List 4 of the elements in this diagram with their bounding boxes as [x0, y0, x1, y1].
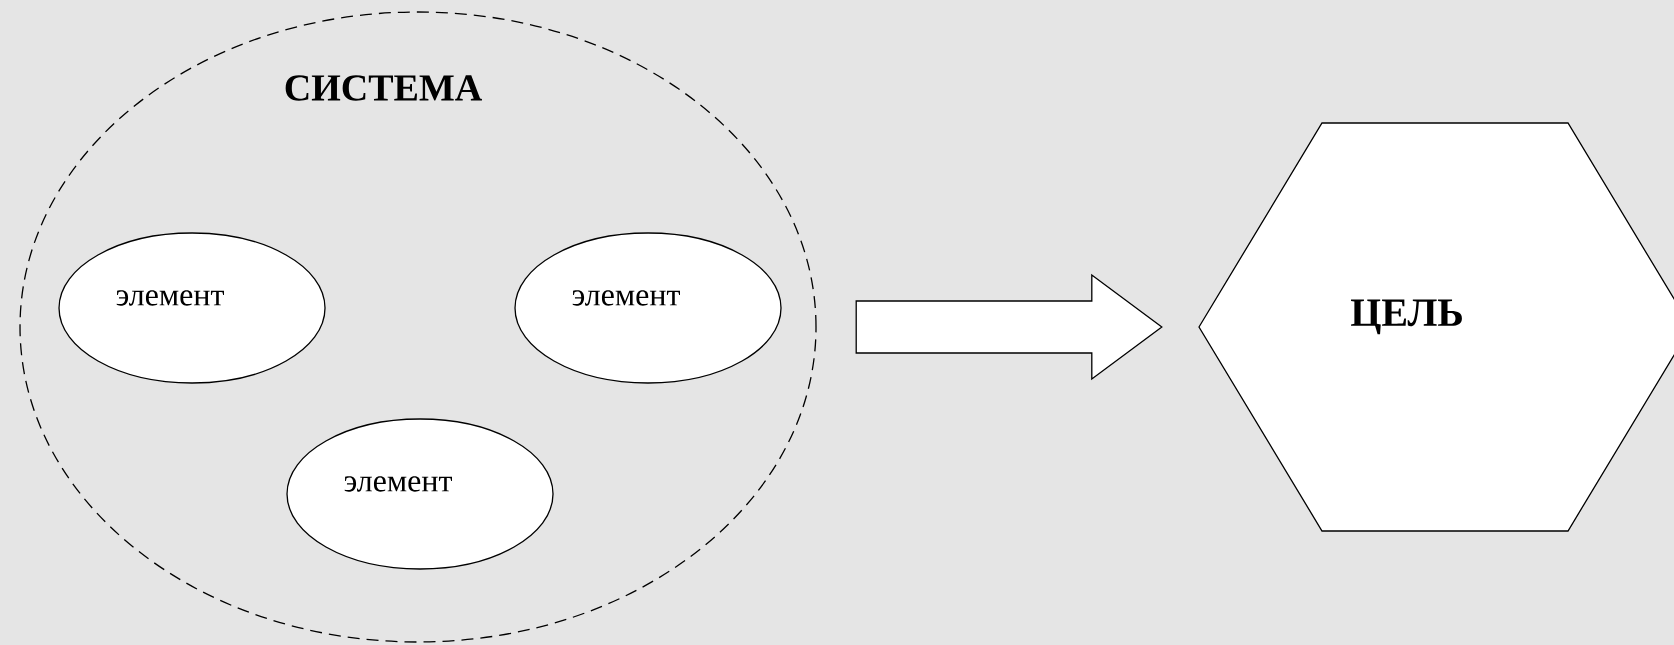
- hexagon: ЦЕЛЬ: [1198, 122, 1674, 532]
- block-arrow: [855, 273, 1163, 381]
- system-ellipse: [19, 11, 817, 643]
- ellipse-heading: СИСТЕМА: [285, 75, 482, 101]
